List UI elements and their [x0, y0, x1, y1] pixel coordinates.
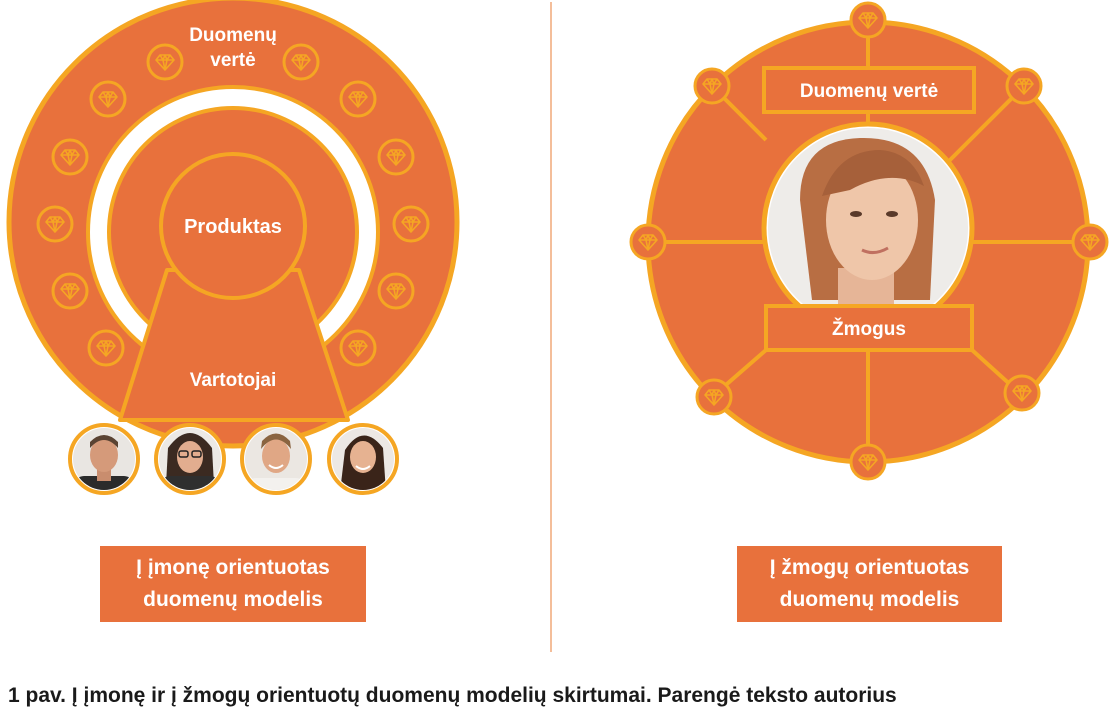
diamond-icon	[1005, 67, 1043, 105]
company-centric-model: Duomenų vertė Produktas Vartotojai	[6, 0, 460, 495]
diamond-icon	[392, 205, 430, 243]
diamond-icon	[282, 43, 320, 81]
users-label: Vartotojai	[190, 370, 277, 391]
diamond-icon	[36, 205, 74, 243]
data-value-label: Duomenų vertė	[800, 81, 938, 102]
diamond-icon	[51, 138, 89, 176]
diamond-icon	[693, 67, 731, 105]
person-label: Žmogus	[832, 318, 906, 340]
diamond-icon	[339, 80, 377, 118]
diamond-icon	[87, 329, 125, 367]
diamond-icon	[849, 443, 887, 481]
diamond-icon	[146, 43, 184, 81]
user-avatar	[327, 423, 399, 495]
smiling-man-portrait	[245, 428, 307, 490]
user-avatar	[68, 423, 140, 495]
diamond-icon	[1071, 223, 1109, 261]
figure-caption: 1 pav. Į įmonę ir į žmogų orientuotų duo…	[8, 684, 897, 707]
company-caption-line1: Į įmonę orientuotas	[136, 556, 330, 579]
woman-portrait	[332, 428, 394, 490]
diamond-icon	[695, 378, 733, 416]
woman-glasses-portrait	[159, 428, 221, 490]
person-caption-line2: duomenų modelis	[779, 588, 960, 611]
diamond-icon	[51, 272, 89, 310]
person-centric-model: Duomenų vertė Žmogus	[629, 1, 1109, 481]
diamond-icon	[339, 329, 377, 367]
diamond-icon	[377, 138, 415, 176]
data-value-box	[762, 66, 976, 114]
user-avatar	[240, 423, 312, 495]
diamond-icon	[629, 223, 667, 261]
ring-label-line1: Duomenų	[189, 25, 277, 46]
person-model-caption: Į žmogų orientuotas duomenų modelis	[737, 546, 1002, 622]
company-caption-line2: duomenų modelis	[143, 588, 323, 611]
man-portrait	[73, 428, 135, 490]
diamond-icon	[1003, 374, 1041, 412]
user-avatar	[154, 423, 226, 495]
diamond-icon	[89, 80, 127, 118]
diamond-icon	[377, 272, 415, 310]
person-caption-line1: Į žmogų orientuotas	[769, 556, 970, 579]
product-circle	[159, 152, 307, 300]
person-box	[764, 304, 974, 352]
company-model-caption: Į įmonę orientuotas duomenų modelis	[100, 546, 366, 622]
ring-label-line2: vertė	[210, 50, 255, 71]
diamond-icon	[849, 1, 887, 39]
product-label: Produktas	[184, 216, 282, 238]
